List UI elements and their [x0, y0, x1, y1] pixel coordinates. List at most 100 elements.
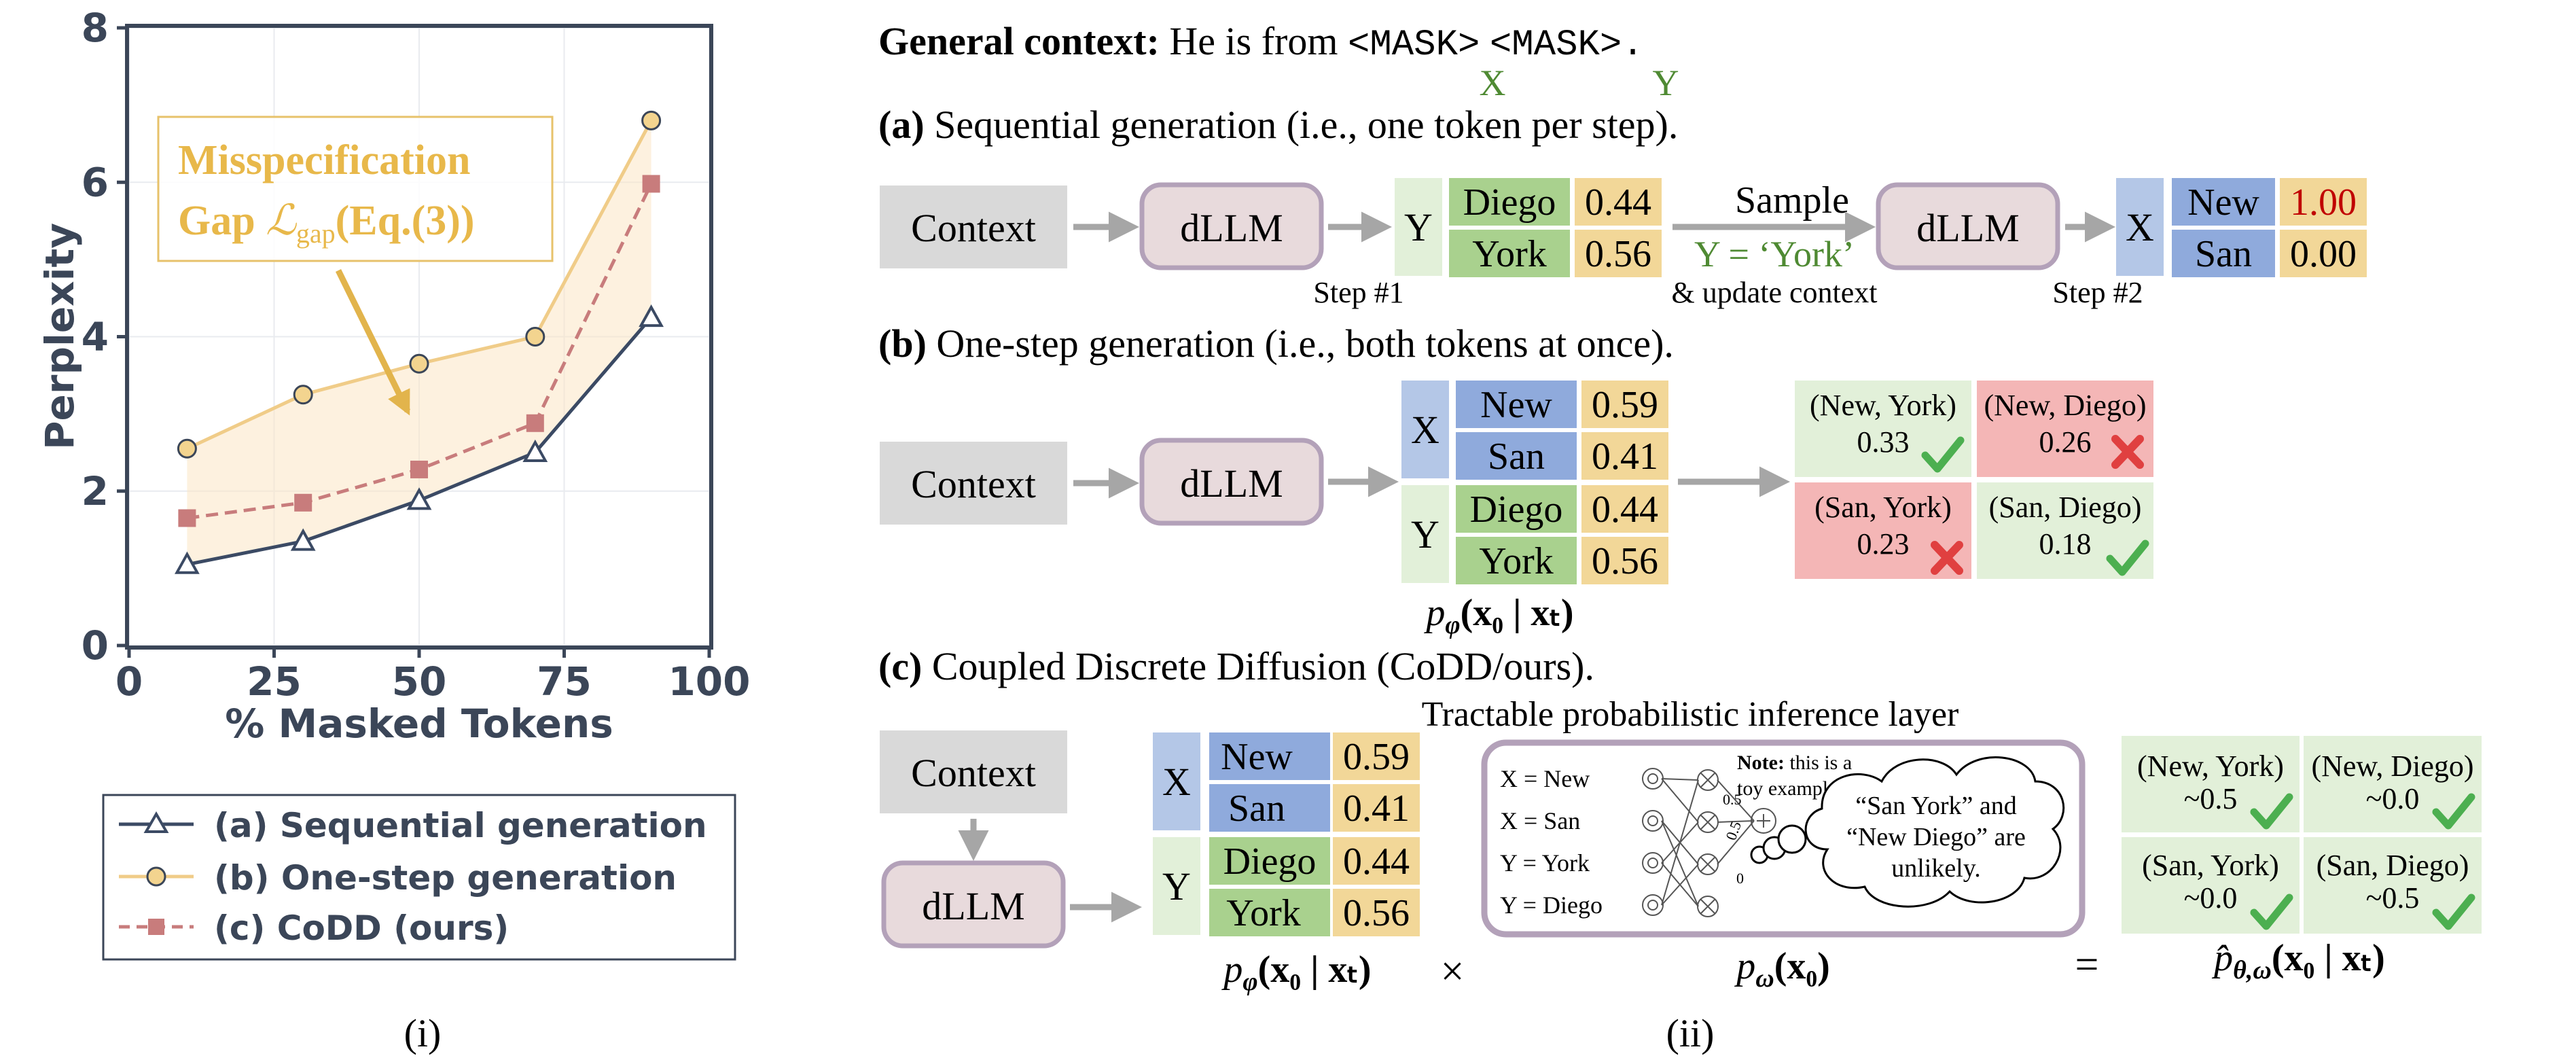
y-tick-label: 0: [82, 622, 109, 669]
layer-input-x-new: X = New: [1500, 765, 1590, 792]
c-outcome-value: ~0.5: [2184, 782, 2238, 815]
c-prob-san: [1333, 784, 1420, 832]
c-token-new-label: New: [1221, 736, 1293, 778]
b-prob-diego-value: 0.44: [1592, 489, 1658, 531]
c-var-x-label: X: [1162, 760, 1191, 804]
b-outcome-san-york: (San, York) 0.23: [1795, 482, 1971, 579]
data-point-codd: [178, 509, 196, 527]
a-dllm-label: dLLM: [1180, 206, 1283, 250]
chart-legend: [102, 794, 736, 961]
cloud-line1: “San York” and: [1855, 792, 2016, 820]
c-prob-diego: [1333, 837, 1420, 885]
b-var-y-label: Y: [1411, 512, 1439, 556]
c-context-label: Context: [911, 751, 1036, 795]
data-point-sequential: [406, 487, 432, 510]
a-token-san-label: San: [2195, 233, 2252, 275]
b-outcome-san-diego: (San, Diego) 0.18: [1977, 482, 2153, 579]
c-dllm-label: dLLM: [922, 884, 1024, 928]
b-token-san-label: San: [1488, 436, 1545, 478]
a-step1: Step #1: [1313, 276, 1403, 309]
c-var-y-box: [1153, 837, 1200, 935]
a-token-diego: [1449, 178, 1570, 226]
chart-series: [175, 110, 664, 574]
b-prob-new: [1581, 381, 1668, 428]
b-dllm-label: dLLM: [1180, 461, 1283, 506]
b-outcome-pair: (New, York): [1810, 389, 1956, 422]
circuit-weight-3: 0: [1736, 870, 1744, 887]
data-point-one-step: [525, 327, 545, 347]
b-outcome-new-york: (New, York) 0.33: [1795, 381, 1971, 477]
data-point-codd: [294, 493, 312, 512]
cloud-line3: unlikely.: [1891, 854, 1981, 883]
data-point-sequential: [639, 304, 664, 328]
layer-note: Note: this is a: [1737, 752, 1852, 774]
c-outcome-new-diego: (New, Diego) ~0.0: [2304, 736, 2482, 832]
cross-icon: [1931, 541, 1963, 575]
a-dllm-label-2: dLLM: [1916, 206, 2019, 250]
data-point-codd: [410, 460, 428, 478]
c-outcome-san-diego: (San, Diego) ~0.5: [2304, 837, 2482, 934]
mask-var-y: Y: [1653, 63, 1679, 103]
b-token-new-label: New: [1480, 384, 1552, 426]
b-token-san: [1456, 432, 1577, 480]
section-b-title: (b) One-step generation (i.e., both toke…: [878, 321, 1674, 366]
data-point-codd: [642, 175, 660, 193]
gap-annotation-line1: Misspecification: [178, 137, 471, 183]
x-tick-label: 25: [247, 658, 302, 705]
check-icon: [2432, 894, 2475, 930]
b-prob-york-value: 0.56: [1592, 540, 1658, 582]
a-token-new-label: New: [2187, 181, 2259, 224]
a-update-context: & update context: [1671, 276, 1877, 309]
b-outcome-new-diego: (New, Diego) 0.26: [1977, 381, 2153, 477]
a-dllm-box-2: [1876, 182, 2060, 270]
a-token-diego-label: Diego: [1463, 181, 1556, 224]
check-icon: [1921, 436, 1965, 473]
b-outcome-value: 0.18: [2039, 527, 2092, 561]
c-token-york-label: York: [1226, 892, 1300, 934]
b-outcome-pair: (San, York): [1814, 491, 1952, 524]
layer-input-x-san: X = San: [1500, 807, 1580, 834]
b-outcome-value: 0.23: [1857, 527, 1910, 561]
c-formula-output: p̂θ,ω(x₀ | xₜ): [2211, 937, 2385, 985]
cross-icon: [2111, 435, 2144, 469]
x-tick-label: 0: [115, 658, 143, 705]
b-token-new: [1456, 381, 1577, 428]
c-prob-san-value: 0.41: [1343, 788, 1410, 830]
b-outcome-value: 0.33: [1857, 425, 1910, 459]
y-axis-label: Perplexity: [37, 223, 83, 450]
a-var-y-box: [1395, 178, 1442, 276]
c-token-new: [1209, 732, 1330, 780]
b-var-x-box: [1401, 381, 1449, 478]
c-outcome-value: ~0.5: [2366, 881, 2420, 915]
c-token-san: [1209, 784, 1330, 832]
data-point-codd: [526, 414, 544, 432]
b-var-y-box: [1401, 485, 1449, 583]
b-context-box: [880, 442, 1067, 525]
legend-label-codd: (c) CoDD (ours): [214, 908, 509, 948]
a-var-y-label: Y: [1404, 205, 1433, 249]
panel-i-caption: (i): [404, 1011, 442, 1055]
a-prob-york: [1575, 230, 1662, 277]
data-point-sequential: [522, 439, 548, 462]
a-prob-diego: [1575, 178, 1662, 226]
a-token-new: [2172, 178, 2275, 226]
gap-annotation-line2: Gap ℒgap(Eq.(3)): [178, 198, 475, 249]
c-prob-new: [1333, 732, 1420, 780]
legend-label-sequential: (a) Sequential generation: [214, 806, 707, 845]
check-icon: [2432, 793, 2475, 830]
b-token-york-label: York: [1479, 540, 1553, 582]
y-tick-label: 4: [82, 314, 109, 360]
c-formula-dllm: pφ(x₀ | xₜ): [1221, 949, 1371, 996]
c-var-y-label: Y: [1162, 864, 1191, 908]
c-token-diego: [1209, 837, 1330, 885]
layer-title: Tractable probabilistic inference layer: [1422, 695, 1959, 734]
check-icon: [2106, 540, 2149, 576]
a-prob-new-value: 1.00: [2290, 181, 2357, 224]
legend-entry-one-step: (b) One-step generation: [119, 858, 677, 898]
a-token-san: [2172, 230, 2275, 277]
y-tick-label: 8: [82, 5, 109, 51]
c-outcome-pair: (New, Diego): [2311, 749, 2473, 783]
c-outcome-pair: (San, York): [2142, 849, 2279, 882]
